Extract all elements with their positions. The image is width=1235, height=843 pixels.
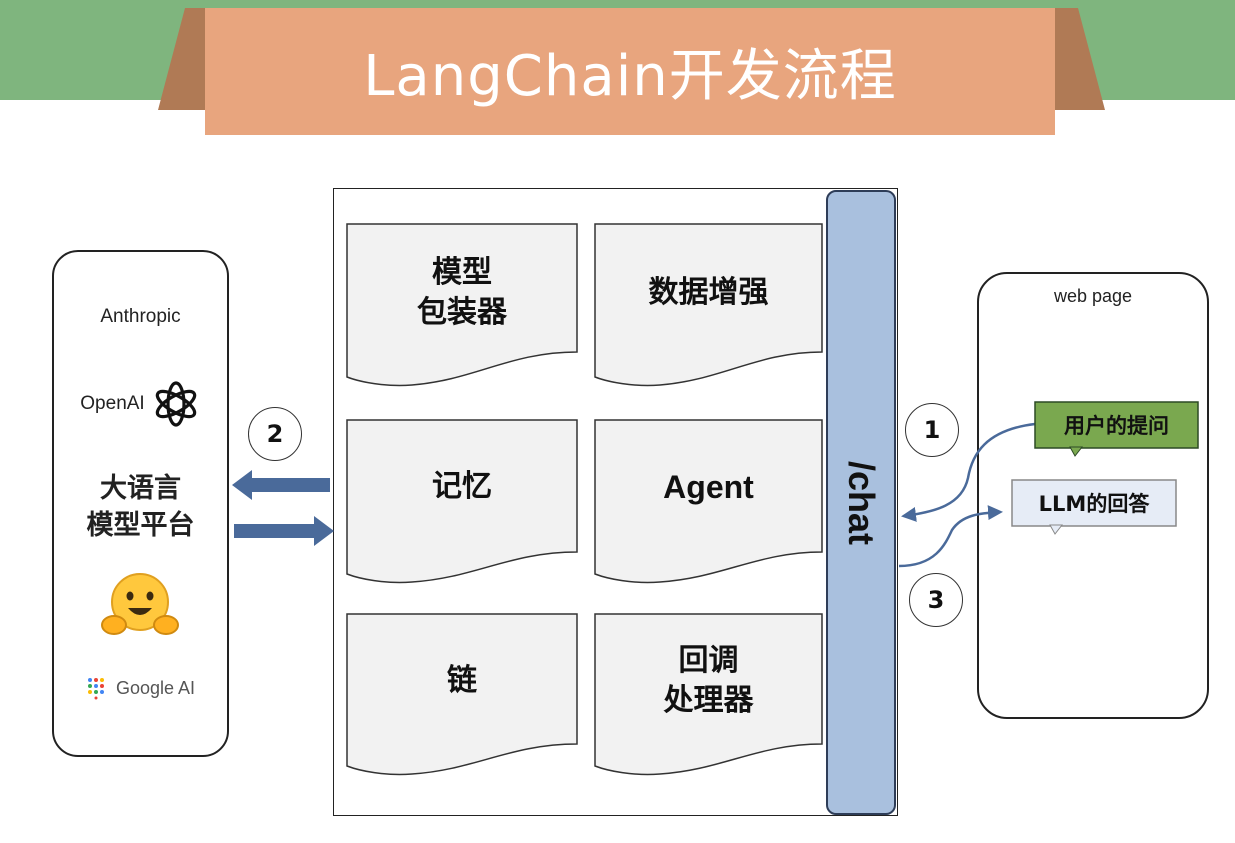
openai-logo: OpenAI (52, 380, 229, 428)
module-line: 处理器 (663, 683, 754, 718)
web-page-title: web page (1053, 286, 1133, 306)
chat-endpoint-label: /chat (826, 190, 896, 815)
step-3-marker: 3 (909, 573, 963, 627)
module-model-wrapper-label: 模型包装器 (347, 238, 577, 348)
module-line: 模型 (432, 255, 492, 290)
google-ai-logo: Google AI (52, 675, 229, 701)
module-line: 链 (447, 663, 477, 698)
module-chain-label: 链 (347, 626, 577, 736)
module-card-agent (594, 419, 823, 584)
module-line: 包装器 (417, 295, 507, 330)
page-title: LangChain开发流程 (363, 43, 897, 109)
chat-endpoint-bar (826, 190, 896, 815)
module-card-data-augment (594, 223, 823, 387)
llm-platform-line2: 模型平台 (86, 510, 195, 541)
title-ribbon (158, 8, 1105, 135)
module-callback-label: 回调处理器 (595, 626, 822, 736)
hugging-face-icon (101, 573, 179, 635)
llm-platform-line1: 大语言 (100, 473, 181, 504)
google-ai-label: Google AI (115, 677, 196, 698)
google-ai-icon (87, 678, 104, 700)
openai-label: OpenAI (80, 393, 145, 414)
anthropic-logo-text: Anthropic (100, 306, 181, 327)
module-card-memory (346, 419, 578, 584)
module-line: 数据增强 (648, 275, 769, 310)
user-question-bubble: 用户的提问 (1064, 414, 1169, 438)
openai-icon (155, 381, 196, 427)
module-line: Agent (663, 469, 754, 505)
llm-platform-label: 大语言 模型平台 (52, 470, 229, 544)
module-card-callback (594, 613, 823, 776)
llm-platform-panel (52, 250, 229, 757)
step-2-marker: 2 (248, 407, 302, 461)
module-line: 回调 (678, 643, 739, 678)
module-data-augment-label: 数据增强 (595, 238, 822, 348)
module-line: 记忆 (432, 469, 492, 504)
step-1-marker: 1 (905, 403, 959, 457)
llm-answer-bubble: LLM的回答 (1038, 492, 1150, 516)
chat-label-text: /chat (841, 460, 882, 545)
module-card-chain (346, 613, 578, 776)
module-memory-label: 记忆 (347, 432, 577, 542)
module-agent-label: Agent (595, 432, 822, 542)
module-card-model-wrapper (346, 223, 578, 387)
